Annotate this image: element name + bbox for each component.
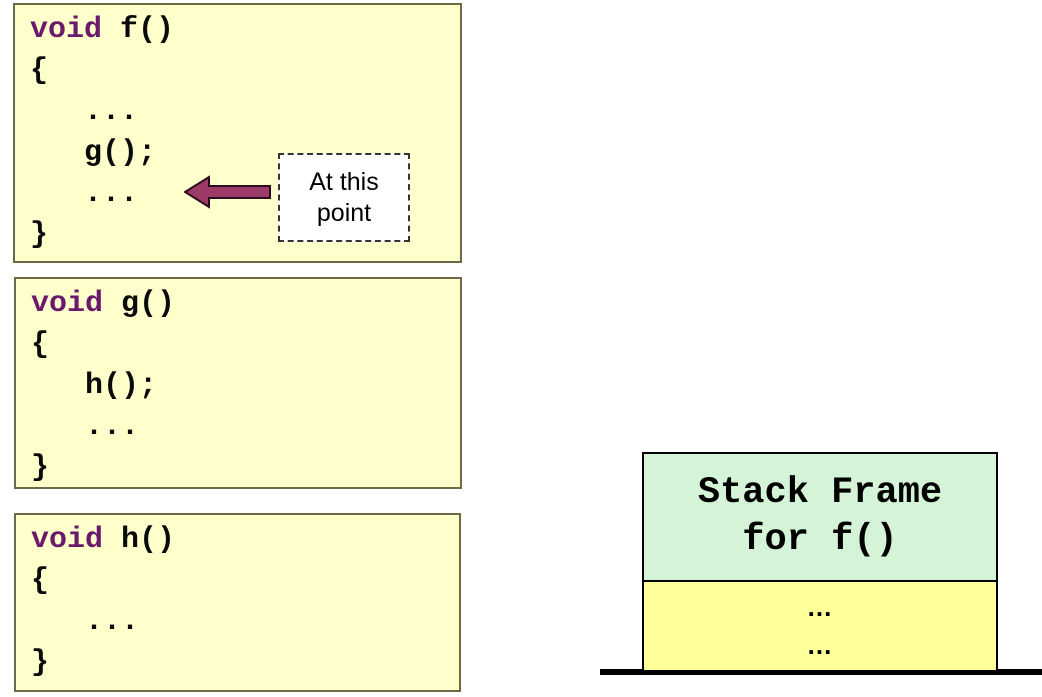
code-text: ...: [30, 95, 139, 129]
stack-slot-dots: ...: [807, 592, 833, 622]
code-keyword: void: [31, 287, 104, 321]
pointer-arrow-icon: [183, 175, 272, 209]
code-box-f: void f() { ... g(); ... }: [13, 3, 462, 263]
code-line: }: [31, 643, 459, 684]
code-line: void h(): [31, 520, 459, 561]
code-keyword: void: [30, 13, 103, 47]
code-text: {: [30, 54, 49, 88]
stack-slot-box: ... ...: [642, 582, 998, 672]
code-text: {: [31, 328, 50, 362]
code-line: h();: [31, 366, 460, 407]
code-line: g();: [30, 133, 460, 174]
code-line: {: [31, 325, 460, 366]
code-line: ...: [30, 174, 460, 215]
callout-text: point: [316, 198, 372, 227]
code-text: }: [31, 646, 50, 680]
code-line: void f(): [30, 10, 460, 51]
code-keyword: void: [31, 523, 104, 557]
code-line: }: [31, 448, 460, 489]
code-text: {: [31, 564, 50, 598]
code-line: {: [30, 51, 460, 92]
code-line: void g(): [31, 284, 460, 325]
code-text: ...: [31, 605, 140, 639]
code-text: g(): [103, 287, 176, 321]
code-text: h();: [31, 369, 158, 403]
code-text: f(): [102, 13, 175, 47]
code-text: }: [31, 451, 50, 485]
code-text: }: [30, 218, 49, 252]
code-text: ...: [31, 410, 140, 444]
code-box-g: void g() { h(); ... }: [14, 277, 462, 489]
code-line: ...: [31, 602, 459, 643]
stack-frame-box: Stack Frame for f(): [642, 452, 998, 582]
code-text: h(): [103, 523, 176, 557]
stack-frame-label: Stack Frame: [697, 472, 943, 514]
callout-text: At this: [309, 167, 379, 196]
code-line: ...: [30, 92, 460, 133]
code-text: g();: [30, 136, 157, 170]
code-line: }: [30, 215, 460, 256]
stack-baseline: [600, 669, 1042, 675]
stack-frame-label: for f(): [742, 519, 898, 561]
code-line: {: [31, 561, 459, 602]
code-line: ...: [31, 407, 460, 448]
code-text: ...: [30, 177, 139, 211]
code-box-h: void h() { ... }: [14, 513, 461, 692]
callout-at-this-point: At this point: [278, 153, 410, 242]
stack-slot-dots: ...: [807, 630, 833, 660]
